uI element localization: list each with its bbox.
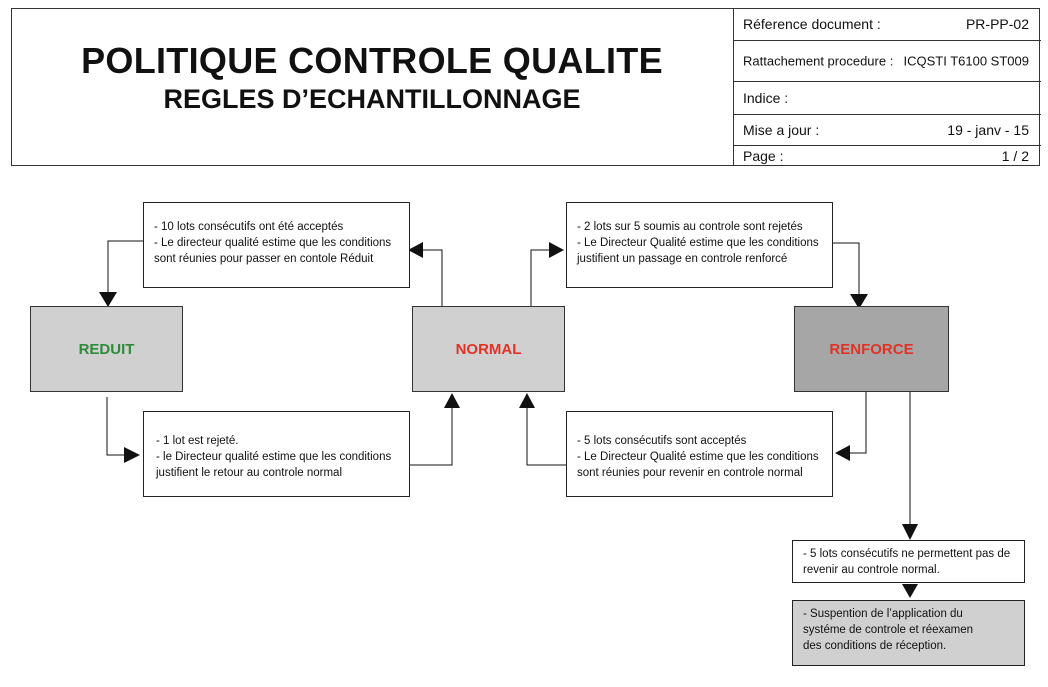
- state-normal: NORMAL: [412, 306, 565, 392]
- meta-label: Page :: [743, 148, 784, 164]
- meta-value: ICQSTI T6100 ST009: [903, 53, 1030, 69]
- meta-value: PR-PP-02: [965, 16, 1029, 32]
- connector-to-renforce: [833, 242, 860, 296]
- arrowhead-left: [835, 445, 850, 461]
- condition-box-to-reduit: - 10 lots consécutifs ont été acceptés -…: [143, 202, 410, 288]
- connector-to-reduit: [107, 240, 143, 293]
- connector-renforce-box-to-normal: [526, 406, 566, 466]
- arrowhead-down: [850, 294, 868, 309]
- connector-box-to-normal: [410, 406, 453, 466]
- connector-renforce-to-box: [850, 392, 867, 454]
- connector-normal-to-box: [423, 249, 443, 306]
- meta-row-page: Page : 1 / 2: [734, 146, 1041, 166]
- state-renforce: RENFORCE: [794, 306, 949, 392]
- condition-box-renforce-to-normal: - 5 lots consécutifs sont acceptés - Le …: [566, 411, 833, 497]
- meta-row-update: Mise a jour : 19 - janv - 15: [734, 115, 1041, 146]
- condition-box-reduit-to-normal: - 1 lot est rejeté. - le Directeur quali…: [143, 411, 410, 497]
- arrowhead-down: [902, 524, 918, 540]
- meta-label: Rattachement procedure :: [743, 53, 894, 69]
- document-header: [11, 8, 1040, 166]
- arrowhead-right: [549, 242, 564, 258]
- document-metadata-table: Réference document : PR-PP-02 Rattacheme…: [733, 8, 1041, 166]
- state-renforce-label: RENFORCE: [829, 340, 914, 358]
- meta-row-reference: Réference document : PR-PP-02: [734, 8, 1041, 41]
- state-reduit: REDUIT: [30, 306, 183, 392]
- condition-box-to-renforce: - 2 lots sur 5 soumis au controle sont r…: [566, 202, 833, 288]
- arrowhead-up: [519, 393, 535, 408]
- state-normal-label: NORMAL: [455, 340, 522, 358]
- meta-value: 1 / 2: [1001, 148, 1029, 164]
- page-title: POLITIQUE CONTROLE QUALITE: [81, 40, 663, 81]
- arrowhead-up: [444, 393, 460, 408]
- condition-box-no-return: - 5 lots consécutifs ne permettent pas d…: [792, 540, 1025, 583]
- meta-value: 19 - janv - 15: [947, 122, 1029, 138]
- arrowhead-right: [124, 447, 140, 463]
- meta-label: Mise a jour :: [743, 122, 820, 138]
- meta-row-procedure: Rattachement procedure : ICQSTI T6100 ST…: [734, 41, 1041, 82]
- arrowhead-left: [408, 242, 423, 258]
- arrowhead-down: [99, 292, 117, 307]
- arrowhead-down: [902, 584, 918, 598]
- connector-normal-to-renforce-box: [530, 249, 550, 306]
- meta-label: Réference document :: [743, 16, 881, 32]
- suspension-box: - Suspention de l’application du systéme…: [792, 600, 1025, 666]
- state-reduit-label: REDUIT: [78, 340, 135, 358]
- meta-label: Indice :: [743, 90, 789, 106]
- connector-reduit-to-box: [106, 397, 126, 456]
- meta-row-indice: Indice :: [734, 82, 1041, 115]
- page-subtitle: REGLES D’ECHANTILLONNAGE: [163, 84, 581, 114]
